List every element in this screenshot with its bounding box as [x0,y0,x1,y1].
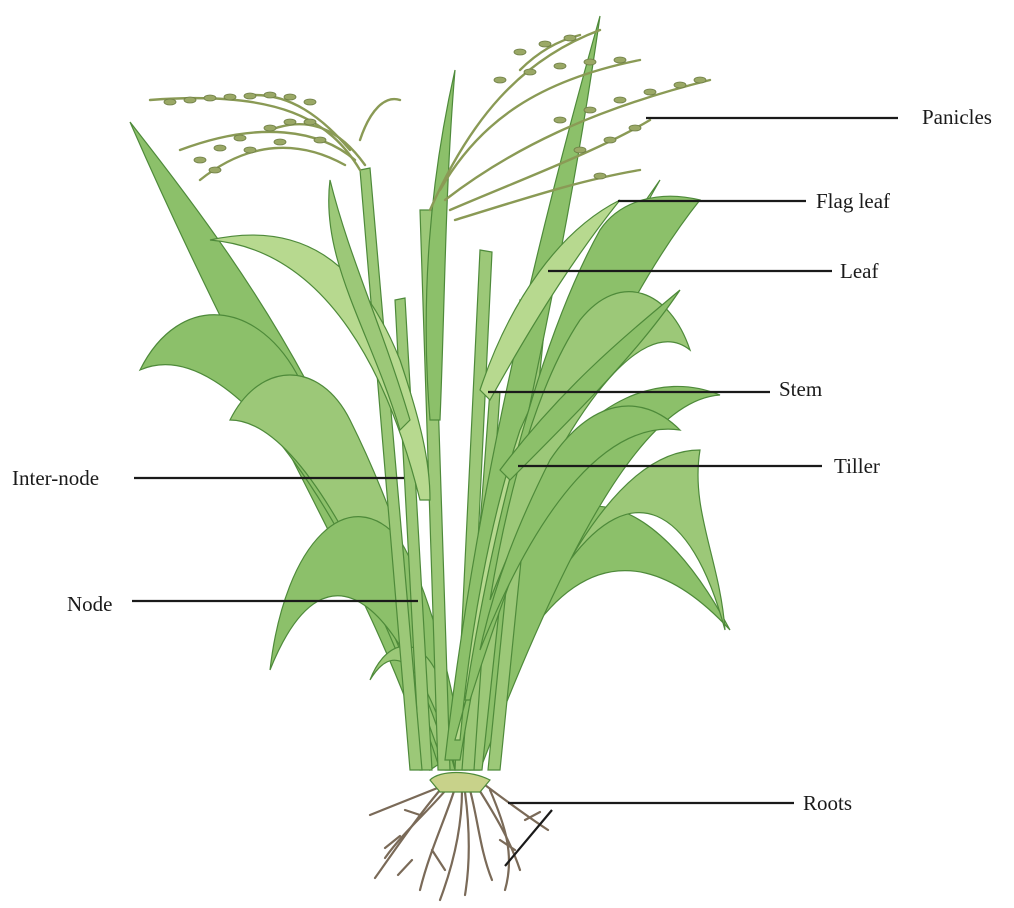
label-panicles: Panicles [922,105,992,129]
panicles-illustration [150,30,710,220]
label-node: Node [67,592,113,616]
label-tiller: Tiller [834,454,880,478]
label-roots: Roots [803,791,852,815]
label-stem: Stem [779,377,822,401]
label-leaf: Leaf [840,259,878,283]
label-flag-leaf: Flag leaf [816,189,890,213]
panicle-grains [164,35,706,179]
label-inter-node: Inter-node [12,466,99,490]
